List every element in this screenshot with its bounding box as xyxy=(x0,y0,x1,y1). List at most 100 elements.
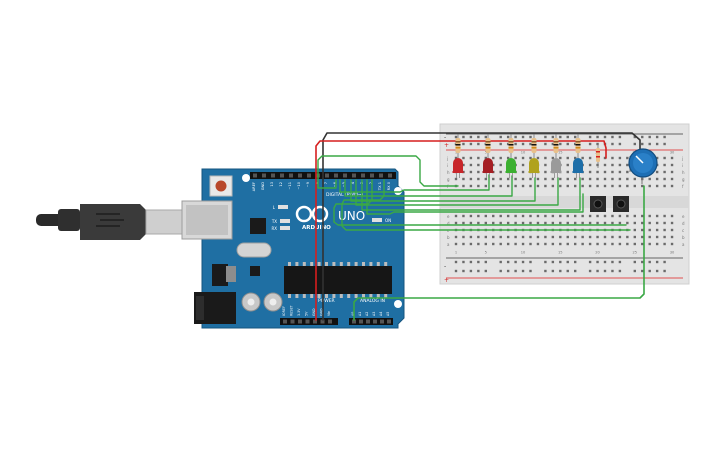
wire-5v[interactable] xyxy=(315,140,607,321)
breadboard-hole[interactable] xyxy=(551,156,555,160)
breadboard-hole[interactable] xyxy=(499,170,502,174)
breadboard-hole[interactable] xyxy=(641,184,644,188)
breadboard-hole[interactable] xyxy=(566,142,569,146)
breadboard-hole[interactable] xyxy=(633,228,636,232)
breadboard-hole[interactable] xyxy=(521,221,525,225)
breadboard-hole[interactable] xyxy=(514,135,517,139)
leds[interactable] xyxy=(452,158,584,178)
breadboard-hole[interactable] xyxy=(454,135,458,139)
breadboard-hole[interactable] xyxy=(559,269,562,273)
breadboard-hole[interactable] xyxy=(663,142,666,146)
breadboard-hole[interactable] xyxy=(670,214,674,218)
header-pin-hole[interactable] xyxy=(352,319,356,324)
wire-button-1[interactable] xyxy=(366,179,584,215)
breadboard-hole[interactable] xyxy=(492,221,495,225)
breadboard-hole[interactable] xyxy=(611,221,614,225)
breadboard-hole[interactable] xyxy=(655,235,659,239)
breadboard-hole[interactable] xyxy=(670,177,674,181)
breadboard-hole[interactable] xyxy=(655,221,659,225)
breadboard-hole[interactable] xyxy=(626,184,629,188)
breadboard-hole[interactable] xyxy=(574,269,577,273)
wires[interactable] xyxy=(315,132,645,321)
breadboard-hole[interactable] xyxy=(521,184,525,188)
breadboard-hole[interactable] xyxy=(477,242,480,246)
breadboard-hole[interactable] xyxy=(633,214,636,218)
breadboard-hole[interactable] xyxy=(514,177,517,181)
breadboard-hole[interactable] xyxy=(536,242,540,246)
breadboard-hole[interactable] xyxy=(551,235,555,239)
breadboard-hole[interactable] xyxy=(655,228,659,232)
breadboard-hole[interactable] xyxy=(611,184,614,188)
breadboard-hole[interactable] xyxy=(559,242,562,246)
breadboard-hole[interactable] xyxy=(648,184,651,188)
breadboard-hole[interactable] xyxy=(655,135,659,139)
resistor-red[interactable] xyxy=(596,144,600,168)
breadboard-hole[interactable] xyxy=(663,177,666,181)
header-pin-hole[interactable] xyxy=(262,173,266,178)
breadboard-hole[interactable] xyxy=(544,184,547,188)
breadboard-hole[interactable] xyxy=(477,184,480,188)
breadboard-hole[interactable] xyxy=(462,221,465,225)
breadboard-hole[interactable] xyxy=(611,156,614,160)
breadboard-hole[interactable] xyxy=(648,269,651,273)
breadboard-hole[interactable] xyxy=(492,163,495,167)
breadboard-hole[interactable] xyxy=(603,184,607,188)
breadboard-hole[interactable] xyxy=(477,135,480,139)
breadboard-hole[interactable] xyxy=(529,269,532,273)
breadboard-hole[interactable] xyxy=(536,156,540,160)
breadboard-hole[interactable] xyxy=(462,242,465,246)
breadboard-hole[interactable] xyxy=(484,260,487,264)
breadboard-hole[interactable] xyxy=(655,142,659,146)
breadboard-hole[interactable] xyxy=(633,135,636,139)
breadboard-hole[interactable] xyxy=(454,156,458,160)
breadboard-hole[interactable] xyxy=(506,177,510,181)
breadboard-hole[interactable] xyxy=(588,260,592,264)
breadboard-hole[interactable] xyxy=(462,177,465,181)
header-pin-hole[interactable] xyxy=(305,319,310,324)
breadboard-hole[interactable] xyxy=(663,242,666,246)
breadboard-hole[interactable] xyxy=(663,214,666,218)
breadboard-hole[interactable] xyxy=(596,184,599,188)
breadboard-hole[interactable] xyxy=(544,269,547,273)
breadboard-hole[interactable] xyxy=(521,235,525,239)
led-white[interactable] xyxy=(550,158,562,178)
breadboard-hole[interactable] xyxy=(536,235,540,239)
breadboard-hole[interactable] xyxy=(670,156,674,160)
breadboard-hole[interactable] xyxy=(551,142,555,146)
header-pin-hole[interactable] xyxy=(366,319,370,324)
breadboard-hole[interactable] xyxy=(551,269,555,273)
breadboard-hole[interactable] xyxy=(559,184,562,188)
breadboard-hole[interactable] xyxy=(596,177,599,181)
breadboard-hole[interactable] xyxy=(618,269,622,273)
breadboard-hole[interactable] xyxy=(641,235,644,239)
breadboard-hole[interactable] xyxy=(566,135,569,139)
breadboard-hole[interactable] xyxy=(469,156,473,160)
breadboard-hole[interactable] xyxy=(618,214,622,218)
breadboard-hole[interactable] xyxy=(603,214,607,218)
breadboard-hole[interactable] xyxy=(603,269,607,273)
breadboard-hole[interactable] xyxy=(559,142,562,146)
breadboard-hole[interactable] xyxy=(596,163,599,167)
breadboard-hole[interactable] xyxy=(670,228,674,232)
breadboard-hole[interactable] xyxy=(514,269,517,273)
breadboard-hole[interactable] xyxy=(469,260,473,264)
breadboard-hole[interactable] xyxy=(633,235,636,239)
led-yellow[interactable] xyxy=(528,158,540,178)
breadboard-hole[interactable] xyxy=(655,269,659,273)
potentiometer[interactable] xyxy=(628,148,658,184)
breadboard-hole[interactable] xyxy=(626,170,629,174)
breadboard-hole[interactable] xyxy=(559,214,562,218)
breadboard-hole[interactable] xyxy=(506,221,510,225)
breadboard-hole[interactable] xyxy=(544,135,547,139)
breadboard-hole[interactable] xyxy=(618,242,622,246)
breadboard-hole[interactable] xyxy=(566,170,569,174)
breadboard-hole[interactable] xyxy=(618,163,622,167)
breadboard-hole[interactable] xyxy=(633,269,636,273)
breadboard-hole[interactable] xyxy=(529,242,532,246)
breadboard-hole[interactable] xyxy=(648,142,651,146)
header-pin-hole[interactable] xyxy=(373,319,377,324)
breadboard-hole[interactable] xyxy=(663,163,666,167)
breadboard-hole[interactable] xyxy=(484,184,487,188)
breadboard-hole[interactable] xyxy=(462,260,465,264)
